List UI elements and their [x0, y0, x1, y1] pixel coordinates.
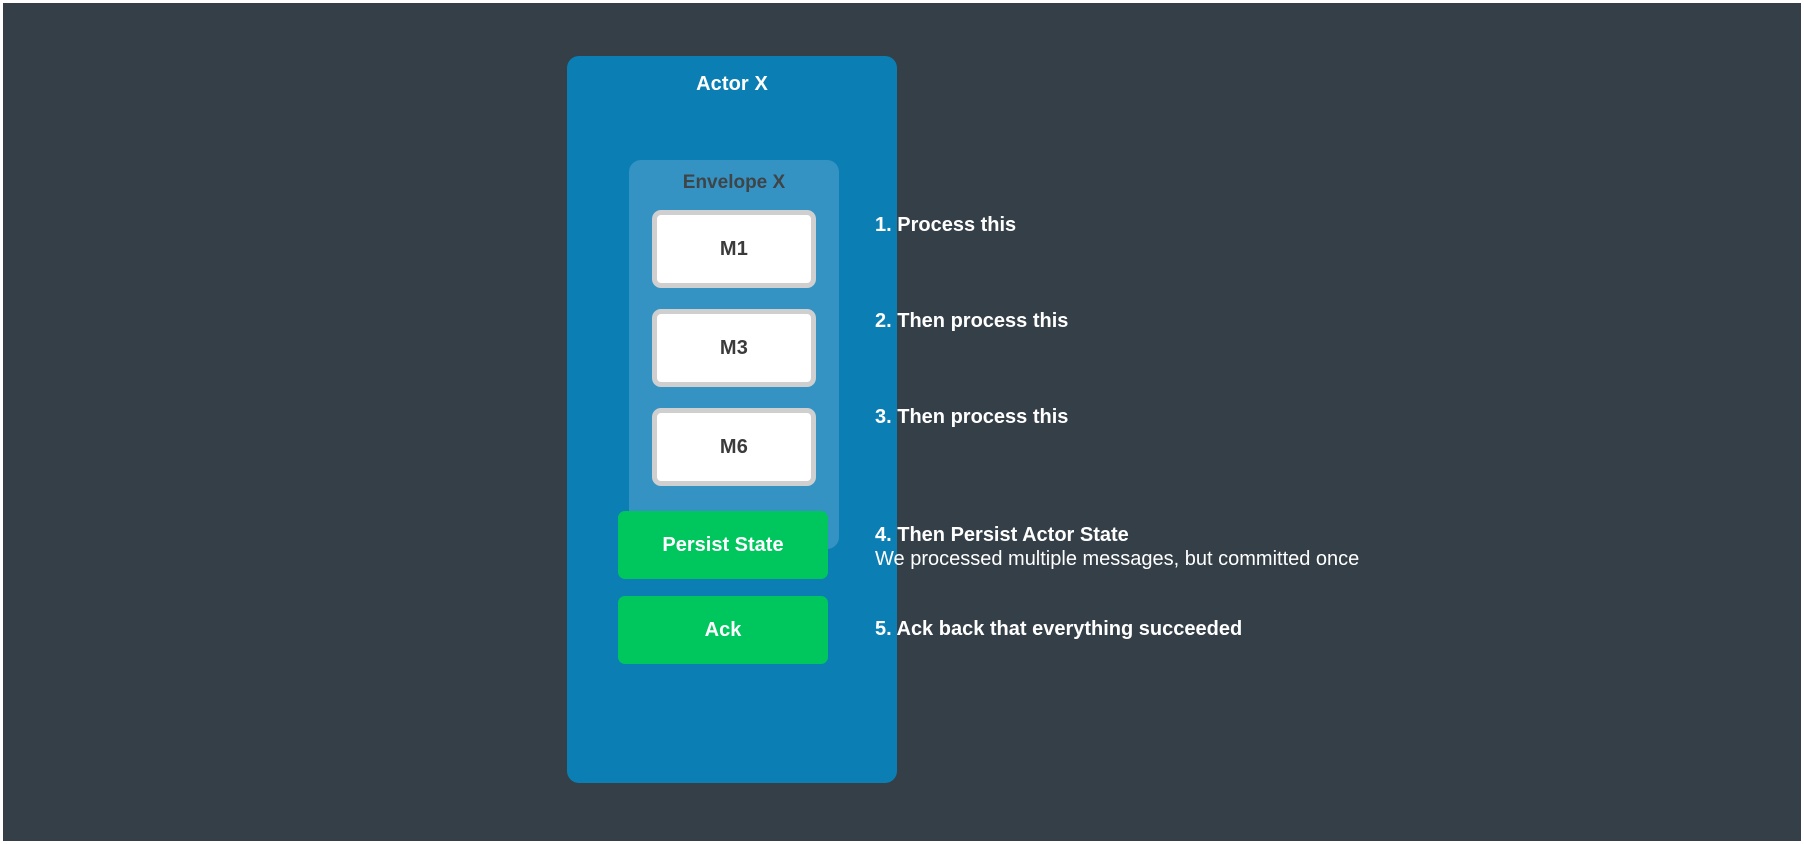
message-box[interactable]: M1	[652, 210, 816, 288]
annotation-step-3: 3. Then process this	[875, 406, 1068, 430]
annotation-step-5: 5. Ack back that everything succeeded	[875, 618, 1242, 642]
annotation-title: 5. Ack back that everything succeeded	[875, 618, 1243, 640]
message-box[interactable]: M6	[652, 408, 816, 486]
persist-state-button[interactable]: Persist State	[618, 511, 828, 579]
message-list: M1 M3 M6	[629, 210, 839, 486]
message-label: M6	[719, 435, 749, 458]
annotation-step-2: 2. Then process this	[875, 310, 1068, 334]
annotation-title: 2. Then process this	[875, 310, 1069, 332]
annotation-title: 4. Then Persist Actor State	[875, 524, 1129, 546]
annotation-list: 1. Process this 2. Then process this 3. …	[875, 56, 1655, 783]
actor-panel: Actor X Envelope X M1 M3 M6 Persist	[567, 56, 897, 783]
envelope-title: Envelope X	[682, 172, 786, 193]
annotation-title: 1. Process this	[875, 214, 1017, 236]
annotation-subtext: We processed multiple messages, but comm…	[875, 547, 1360, 570]
actor-envelope-diagram: Actor X Envelope X M1 M3 M6 Persist	[3, 3, 1801, 841]
annotation-step-1: 1. Process this	[875, 214, 1016, 238]
message-label: M1	[719, 237, 749, 260]
envelope-container: Envelope X M1 M3 M6	[629, 160, 839, 549]
annotation-title: 3. Then process this	[875, 406, 1069, 428]
message-label: M3	[719, 336, 749, 359]
ack-button[interactable]: Ack	[618, 596, 828, 664]
diagram-canvas: Actor X Envelope X M1 M3 M6 Persist	[3, 3, 1801, 841]
actor-title: Actor X	[696, 73, 768, 95]
annotation-step-4: 4. Then Persist Actor State We processed…	[875, 524, 1359, 571]
message-box[interactable]: M3	[652, 309, 816, 387]
